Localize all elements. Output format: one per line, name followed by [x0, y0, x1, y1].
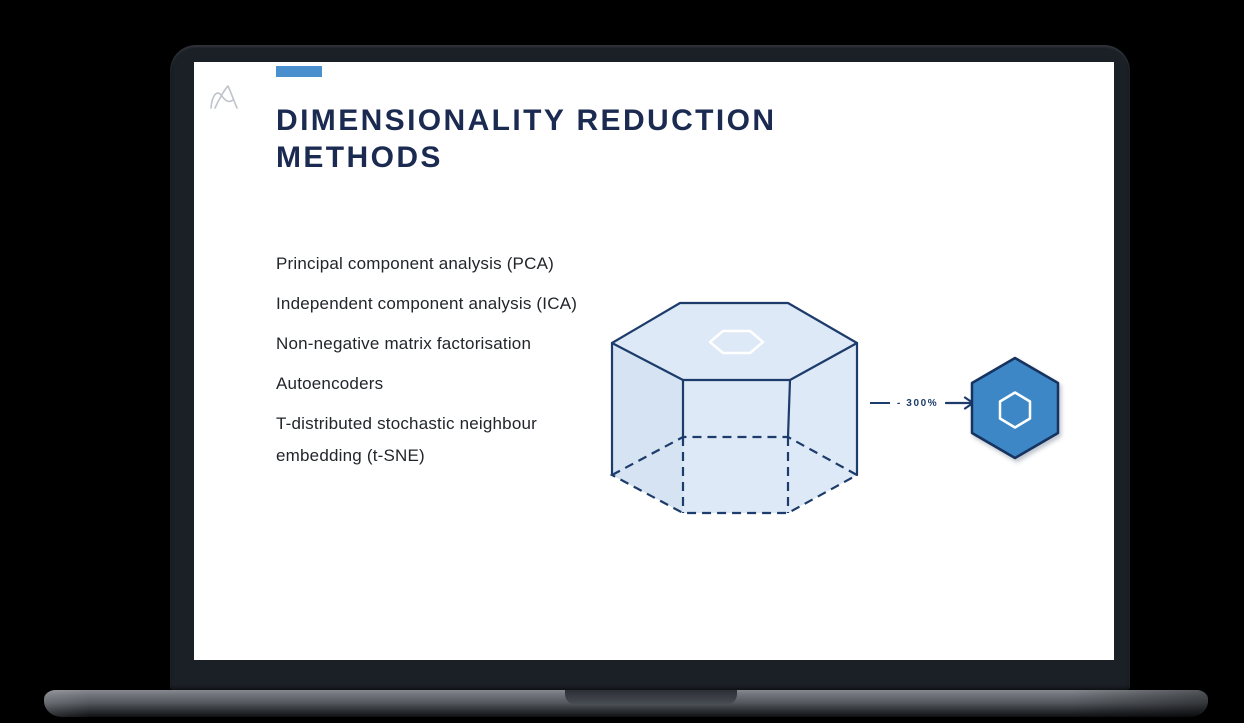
- list-item: Non-negative matrix factorisation: [276, 334, 532, 353]
- arrow-tail-line: [870, 402, 890, 404]
- list-item: Principal component analysis (PCA): [276, 254, 554, 273]
- accent-bar: [276, 66, 322, 77]
- laptop-lid-notch: [565, 690, 737, 705]
- list-item: Autoencoders: [276, 374, 384, 393]
- inner-hexagon-outline-icon: [998, 391, 1032, 429]
- top-face-hexagon-outline-icon: [708, 329, 765, 355]
- list-item: Independent component analysis (ICA): [276, 294, 578, 313]
- prism-left-face: [612, 343, 683, 513]
- laptop-lid: DIMENSIONALITY REDUCTION METHODS Princip…: [170, 45, 1130, 690]
- slide-title: DIMENSIONALITY REDUCTION METHODS: [276, 104, 777, 174]
- laptop-base: [44, 690, 1208, 717]
- brand-logo-icon: [210, 85, 238, 109]
- small-hexagon: [970, 356, 1060, 460]
- list-item: T-distributed stochastic neighbour embed…: [276, 414, 537, 465]
- methods-list: Principal component analysis (PCA) Indep…: [276, 248, 606, 480]
- reduction-percentage-label: - 300%: [897, 397, 939, 409]
- hexagonal-prism-diagram: [609, 301, 860, 515]
- presentation-slide: DIMENSIONALITY REDUCTION METHODS Princip…: [194, 62, 1114, 660]
- prism-top-face: [610, 301, 859, 382]
- reduced-hexagon-diagram: [970, 356, 1060, 460]
- reduction-arrow: - 300%: [870, 392, 975, 414]
